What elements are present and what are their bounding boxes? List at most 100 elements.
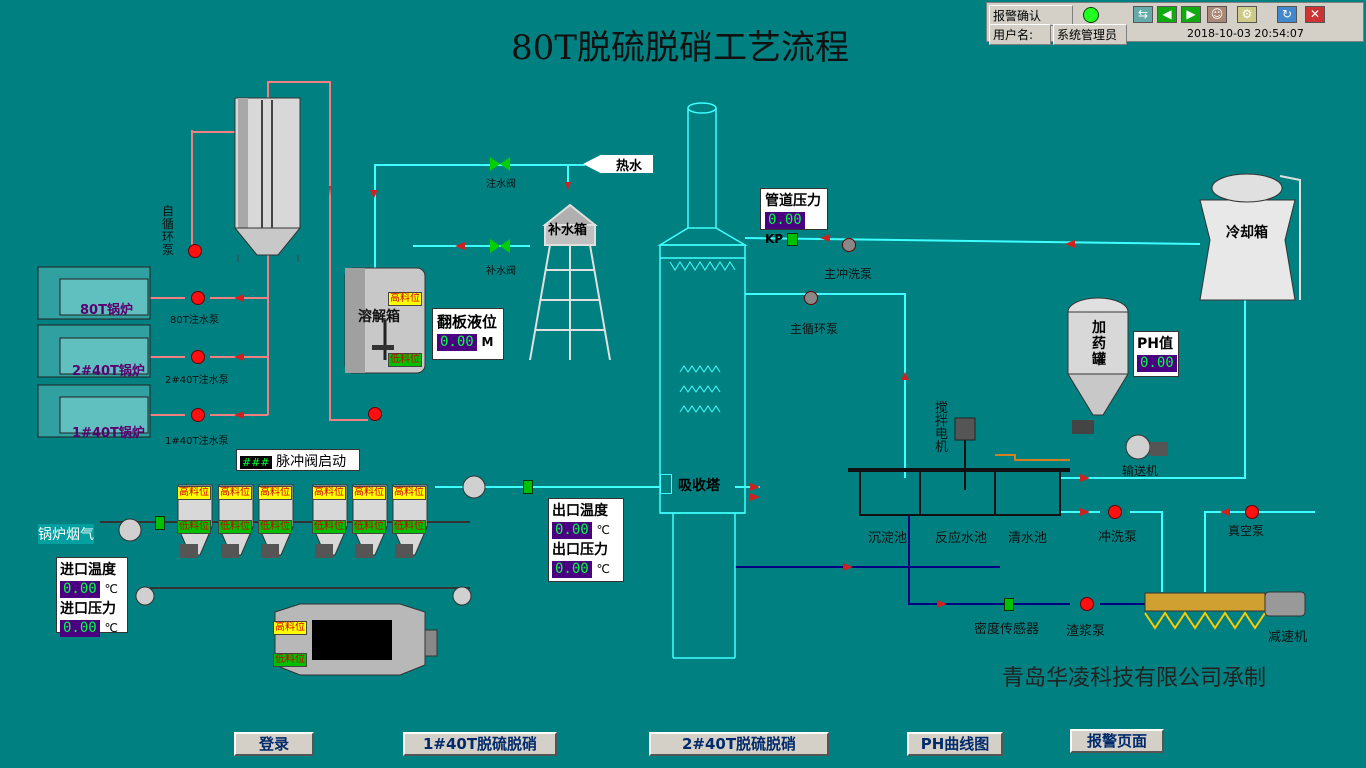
inlet-press-label: 进口压力 [60, 601, 116, 617]
pulse-valve-box[interactable]: ### 脉冲阀启动 [236, 449, 360, 471]
outlet-temp-value: 0.00 [552, 522, 592, 539]
inlet-temp-value: 0.00 [60, 581, 100, 598]
pump-80t-label: 80T注水泵 [170, 315, 219, 326]
dissolve-tank-low-level: 低料位 [388, 353, 422, 367]
inlet-press-unit: ℃ [104, 621, 118, 635]
forward-icon[interactable]: ▶ [1181, 6, 1201, 23]
stir-motor-label: 搅拌电机 [935, 401, 949, 455]
hopper-2-high: 高料位 [218, 486, 252, 500]
pulse-label: 脉冲阀启动 [276, 454, 347, 470]
ph-curve-button[interactable]: PH曲线图 [907, 732, 1003, 756]
pool-clear-label: 清水池 [1008, 531, 1048, 546]
reducer-label: 减速机 [1268, 630, 1308, 645]
self-circulation-pump-label: 自循环泵 [162, 204, 175, 257]
settings-icon[interactable]: ⚙ [1237, 6, 1257, 23]
dissolve-tank-label: 溶解箱 [358, 309, 400, 325]
hot-water-label: 热水 [616, 159, 643, 174]
pool-reaction-label: 反应水池 [935, 531, 988, 546]
user-icon[interactable]: ☺ [1207, 6, 1227, 23]
pump-1-40t-label: 1#40T注水泵 [165, 436, 229, 447]
water-valve-icon[interactable] [490, 157, 500, 171]
inlet-temp-unit: ℃ [104, 582, 118, 596]
flush-pump-label: 冲洗泵 [1098, 530, 1138, 545]
pipe-pressure-unit: KP [765, 232, 784, 246]
dosing-tank-label: 加药罐 [1092, 320, 1106, 368]
vacuum-pump-label: 真空泵 [1228, 524, 1265, 538]
pool-settling-label: 沉淀池 [868, 531, 908, 546]
back-icon[interactable]: ◀ [1157, 6, 1177, 23]
boiler-80t-label: 80T锅炉 [80, 303, 133, 318]
boiler-1-40t-label: 1#40T锅炉 [72, 426, 145, 441]
pulse-indicator: ### [240, 456, 272, 469]
hopper-2-low: 低料位 [218, 520, 252, 534]
refresh-icon[interactable]: ↻ [1277, 6, 1297, 23]
cooling-tank-label: 冷却箱 [1226, 225, 1268, 241]
inlet-temp-label: 进口温度 [60, 562, 116, 578]
page-title: 80T脱硫脱硝工艺流程 [511, 28, 849, 68]
dissolve-tank-pump[interactable] [368, 407, 382, 421]
pump-1-40t-water[interactable] [191, 408, 205, 422]
conveyor-label: 输送机 [1122, 464, 1159, 478]
absorber-label: 吸收塔 [678, 478, 720, 494]
hopper-4-low: 低料位 [312, 520, 346, 534]
status-panel: 报警确认 用户名: 系统管理员 ⇆ ◀ ▶ ☺ ⚙ ↻ ✕ 2018-10-03… [986, 2, 1364, 45]
hopper-3-low: 低料位 [258, 520, 292, 534]
flap-level-label: 翻板液位 [437, 313, 498, 331]
water-valve-icon-right [500, 157, 510, 171]
outlet-temp-label: 出口温度 [552, 503, 608, 519]
dissolve-tank-high-level: 高料位 [388, 292, 422, 306]
main-flush-pump-label: 主冲洗泵 [824, 267, 873, 281]
main-flush-pump[interactable] [842, 238, 856, 252]
flap-level-box: 翻板液位 0.00 M [432, 308, 504, 360]
flap-level-unit: M [481, 335, 494, 349]
alarm-confirm-label: 报警确认 [989, 5, 1073, 26]
main-circ-pump-label: 主循环泵 [790, 322, 839, 336]
outlet-press-label: 出口压力 [552, 542, 608, 558]
density-sensor-icon [1004, 598, 1014, 611]
makeup-tank-label: 补水箱 [548, 223, 588, 238]
ash-bin-high: 高料位 [273, 621, 307, 635]
pressure-sensor-icon [787, 233, 798, 246]
pipe-pressure-box: 管道压力 0.00 KP [760, 188, 828, 246]
self-circulation-pump[interactable] [188, 244, 202, 258]
user-label: 用户名: [989, 24, 1051, 45]
flap-level-value: 0.00 [437, 334, 477, 351]
slurry-pump[interactable] [1080, 597, 1094, 611]
inlet-press-value: 0.00 [60, 620, 100, 637]
vacuum-pump[interactable] [1245, 505, 1259, 519]
density-sensor-label: 密度传感器 [974, 622, 1040, 637]
outlet-press-unit: ℃ [596, 562, 610, 576]
nav-2-40t-button[interactable]: 2#40T脱硫脱硝 [649, 732, 829, 756]
inlet-sensor-icon [155, 516, 165, 530]
main-circ-pump[interactable] [804, 291, 818, 305]
alarm-confirm-button[interactable] [1083, 7, 1099, 23]
hopper-1-low: 低料位 [177, 520, 211, 534]
makeup-valve-icon-right [500, 239, 510, 253]
boiler-2-40t-label: 2#40T锅炉 [72, 364, 145, 379]
nav-1-40t-button[interactable]: 1#40T脱硫脱硝 [403, 732, 557, 756]
close-icon[interactable]: ✕ [1305, 6, 1325, 23]
hot-water-arrow [583, 155, 653, 173]
hopper-5-high: 高料位 [352, 486, 386, 500]
slurry-pump-label: 渣浆泵 [1066, 624, 1106, 639]
pump-2-40t-water[interactable] [191, 350, 205, 364]
outlet-temp-unit: ℃ [596, 523, 610, 537]
alarm-page-button[interactable]: 报警页面 [1070, 729, 1164, 753]
ph-label: PH值 [1137, 336, 1173, 352]
ph-box: PH值 0.00 [1133, 331, 1179, 377]
pipe-pressure-value: 0.00 [765, 212, 805, 229]
hopper-1-high: 高料位 [177, 486, 211, 500]
hopper-4-high: 高料位 [312, 486, 346, 500]
pump-80t-water[interactable] [191, 291, 205, 305]
makeup-valve-icon[interactable] [490, 239, 500, 253]
flush-pump[interactable] [1108, 505, 1122, 519]
login-button[interactable]: 登录 [234, 732, 314, 756]
outlet-box: 出口温度 0.00 ℃ 出口压力 0.00 ℃ [548, 498, 624, 582]
hopper-6-low: 低料位 [392, 520, 426, 534]
company-label: 青岛华凌科技有限公司承制 [1002, 666, 1267, 691]
exit-icon[interactable]: ⇆ [1133, 6, 1153, 23]
user-name: 系统管理员 [1053, 24, 1127, 45]
hopper-6-high: 高料位 [392, 486, 426, 500]
ph-value: 0.00 [1137, 355, 1177, 372]
makeup-valve-label: 补水阀 [486, 266, 516, 277]
